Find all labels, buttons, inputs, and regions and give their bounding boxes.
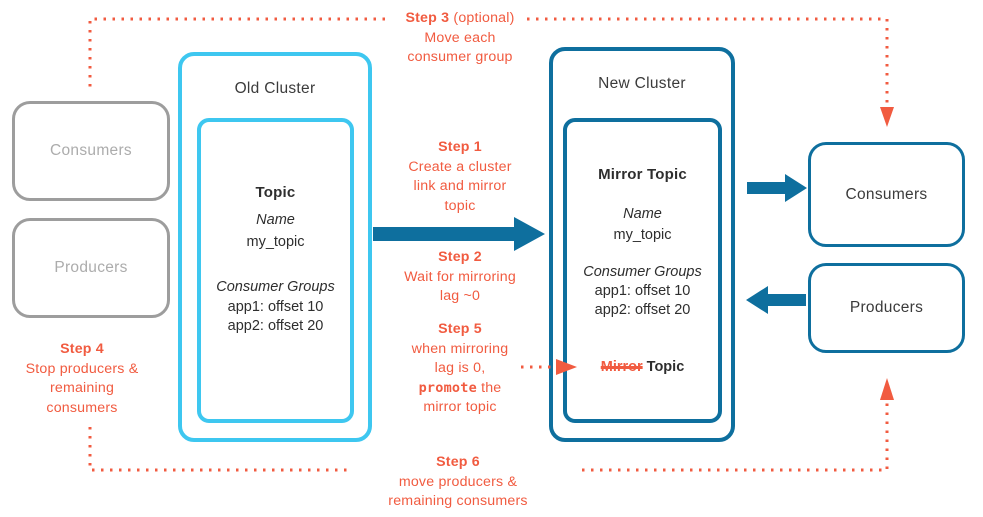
producers-to-new-cluster-arrow xyxy=(746,286,806,314)
mirror-topic-groups-label: Consumer Groups xyxy=(583,264,702,280)
step6-arrowhead-up-icon xyxy=(880,378,894,400)
old-topic-name-value: my_topic xyxy=(246,234,305,250)
step3-arrowhead-down-icon xyxy=(880,107,894,127)
mirror-strikethrough-word: Mirror xyxy=(600,359,643,375)
old-cluster-title: Old Cluster xyxy=(234,80,316,97)
mirror-topic-name-label: Name xyxy=(623,206,662,222)
old-topic-name-label: Name xyxy=(256,212,295,228)
step4-annotation: Step 4 Stop producers & remaining consum… xyxy=(25,341,139,416)
step1-title: Step 1 xyxy=(438,139,482,155)
promoted-topic-line: Mirror Topic xyxy=(567,359,718,375)
step3-annotation: Step 3 (optional) Move each consumer gro… xyxy=(405,10,515,65)
step5-title: Step 5 xyxy=(438,321,482,337)
promote-keyword: promote xyxy=(418,379,477,396)
step2-annotation: Step 2 Wait for mirroring lag ~0 xyxy=(404,249,516,304)
old-producers-label: Producers xyxy=(54,259,128,276)
step3-title: Step 3 xyxy=(405,10,450,26)
old-topic-group2: app2: offset 20 xyxy=(227,318,324,334)
mirror-topic-title: Mirror Topic xyxy=(598,166,687,183)
new-cluster-to-consumers-arrow xyxy=(747,174,807,202)
old-topic-group1: app1: offset 10 xyxy=(227,299,324,315)
old-producers-box: Producers xyxy=(12,218,170,318)
step6-title: Step 6 xyxy=(436,454,480,470)
old-consumers-label: Consumers xyxy=(50,142,132,159)
mirror-topic-name-value: my_topic xyxy=(613,227,672,243)
step4-title: Step 4 xyxy=(60,341,104,357)
step5-annotation: Step 5 when mirroring lag is 0, promote … xyxy=(411,321,509,415)
step6-annotation: Step 6 move producers & remaining consum… xyxy=(388,454,528,509)
topic-word: Topic xyxy=(646,359,685,375)
cluster-link-arrow xyxy=(373,217,545,251)
step1-annotation: Step 1 Create a cluster link and mirror … xyxy=(408,139,512,214)
new-producers-box: Producers xyxy=(808,263,965,353)
mirror-topic-box: Mirror Topic Name my_topic Consumer Grou… xyxy=(563,118,722,423)
old-topic-title: Topic xyxy=(255,184,296,201)
step3-suffix: (optional) xyxy=(453,10,515,26)
new-producers-label: Producers xyxy=(849,299,924,316)
old-topic-box: Topic Name my_topic Consumer Groups app1… xyxy=(197,118,354,423)
old-consumers-box: Consumers xyxy=(12,101,170,201)
mirror-topic-group1: app1: offset 10 xyxy=(594,283,691,299)
step2-title: Step 2 xyxy=(438,249,482,265)
mirror-topic-group2: app2: offset 20 xyxy=(594,302,691,318)
old-topic-groups-label: Consumer Groups xyxy=(216,279,335,295)
new-consumers-label: Consumers xyxy=(845,185,928,203)
new-cluster-title: New Cluster xyxy=(598,75,686,92)
new-consumers-box: Consumers xyxy=(808,142,965,247)
